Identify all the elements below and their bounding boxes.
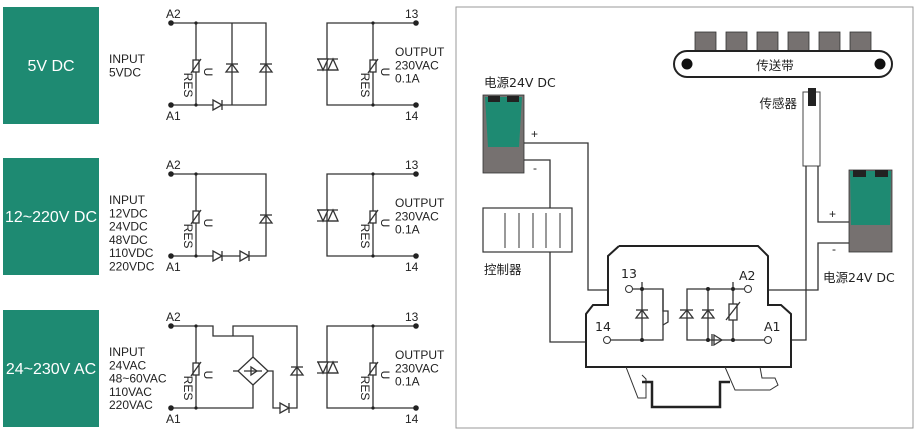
relay-terminal-14: 14	[595, 319, 611, 334]
input-spec: 24VAC	[109, 358, 146, 372]
terminal-t13: 13	[405, 158, 419, 172]
sensor-label: 传感器	[759, 96, 797, 111]
output-spec: 230VAC	[395, 58, 439, 72]
circuit	[171, 173, 416, 263]
input-spec: 110VAC	[109, 385, 152, 399]
terminal-a2: A2	[166, 158, 181, 172]
terminal-t14: 14	[405, 412, 419, 426]
controller: 控制器	[482, 207, 573, 277]
input-spec: 48VDC	[109, 233, 148, 247]
input-spec: 220VDC	[109, 260, 155, 274]
variant-title: 12~220V DC	[5, 209, 97, 226]
varistor-res: RES	[358, 224, 372, 249]
variant-title: 24~230V AC	[6, 361, 96, 378]
input-spec: INPUT	[109, 193, 146, 207]
varistor-u: U	[201, 371, 215, 380]
varistor-u: U	[201, 68, 215, 77]
variant-row: 24~230V AC INPUT24VAC48~60VAC110VAC220VAC…	[3, 310, 445, 427]
terminal-a2: A2	[166, 7, 181, 21]
varistor-res: RES	[181, 376, 195, 401]
variant-title: 5V DC	[27, 58, 74, 75]
terminal-t14: 14	[405, 109, 419, 123]
variant-title-box	[3, 310, 99, 427]
conveyor-label: 传送带	[756, 58, 794, 73]
variant-row: 12~220V DC INPUT12VDC24VDC48VDC110VDC220V…	[3, 158, 445, 275]
output-spec: 0.1A	[395, 375, 420, 389]
relay-terminal-13: 13	[621, 266, 637, 281]
variant-title-box	[3, 158, 99, 275]
input-spec: 5VDC	[109, 65, 141, 79]
psu-right-plus: +	[829, 207, 836, 221]
terminal-a2: A2	[166, 310, 181, 324]
varistor-u: U	[201, 219, 215, 228]
psu-right-minus: -	[832, 242, 836, 256]
varistor-u: U	[378, 371, 392, 380]
power-supply-right: + - 电源24V DC	[823, 169, 895, 285]
circuit	[171, 325, 416, 415]
output-spec: OUTPUT	[395, 45, 445, 59]
psu-left-minus: -	[533, 161, 537, 175]
varistor-res: RES	[181, 73, 195, 98]
varistor-u: U	[378, 219, 392, 228]
sensor: 传感器	[759, 88, 821, 167]
output-spec: 230VAC	[395, 209, 439, 223]
panel-frame	[455, 6, 914, 429]
psu-right-label: 电源24V DC	[823, 270, 895, 285]
varistor-u: U	[378, 68, 392, 77]
terminal-t13: 13	[405, 7, 419, 21]
power-supply-left: 电源24V DC + -	[482, 75, 556, 175]
terminal-a1: A1	[166, 260, 181, 274]
terminal-t14: 14	[405, 260, 419, 274]
conveyor: 传送带	[673, 31, 893, 78]
relay-terminal-a2: A2	[739, 268, 756, 283]
terminal-a1: A1	[166, 412, 181, 426]
output-spec: 230VAC	[395, 361, 439, 375]
output-spec: OUTPUT	[395, 196, 445, 210]
terminal-t13: 13	[405, 310, 419, 324]
input-spec: INPUT	[109, 52, 146, 66]
psu-left-label: 电源24V DC	[484, 75, 556, 90]
relay-terminal-a1: A1	[764, 319, 781, 334]
input-spec: 48~60VAC	[109, 372, 167, 386]
output-spec: OUTPUT	[395, 348, 445, 362]
input-spec: 12VDC	[109, 206, 148, 220]
input-spec: 24VDC	[109, 220, 148, 234]
output-spec: 0.1A	[395, 72, 420, 86]
varistor-res: RES	[358, 376, 372, 401]
terminal-a1: A1	[166, 109, 181, 123]
variant-title-box	[3, 7, 99, 124]
input-spec: 220VAC	[109, 398, 153, 412]
wires	[524, 142, 849, 343]
controller-label: 控制器	[484, 262, 522, 277]
circuit	[171, 22, 416, 112]
input-spec: 110VDC	[109, 246, 154, 260]
psu-left-plus: +	[531, 127, 538, 141]
varistor-res: RES	[358, 73, 372, 98]
varistor-res: RES	[181, 224, 195, 249]
relay-module: 13 14 A2 A1	[585, 245, 792, 409]
output-spec: 0.1A	[395, 223, 420, 237]
application-panel: 传送带 传感器 电源24V DC + - + - 电源24V DC	[455, 6, 914, 429]
input-spec: INPUT	[109, 345, 146, 359]
